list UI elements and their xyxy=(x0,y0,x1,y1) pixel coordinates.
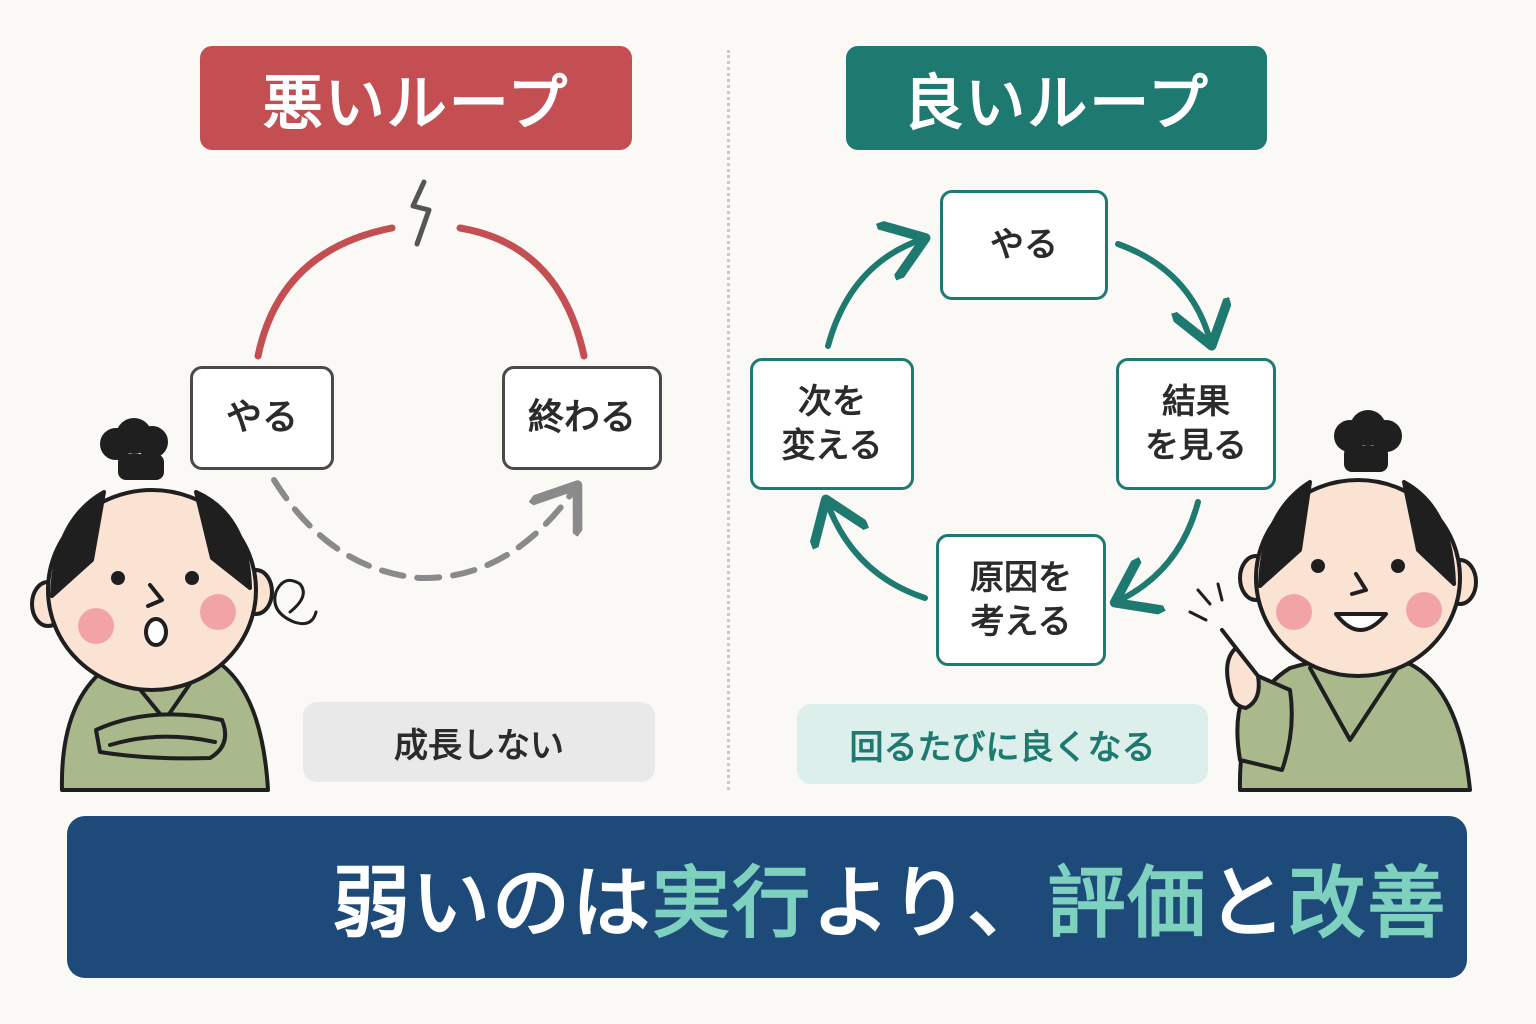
conclusion-highlight-evaluation: 評価 xyxy=(1047,859,1208,949)
conclusion-highlight-improvement: 改善 xyxy=(1287,859,1448,949)
good-arrow-results-to-causes xyxy=(1120,499,1201,600)
good-arrow-do-to-results xyxy=(1115,241,1210,340)
bad-node-end: 終わる xyxy=(502,366,662,470)
bad-loop-caption: 成長しない xyxy=(303,702,655,782)
bad-node-do: やる xyxy=(190,366,334,470)
good-node-see-results: 結果 を見る xyxy=(1116,358,1276,490)
conclusion-banner: 弱いのは実行より、評価と改善 xyxy=(67,816,1467,978)
good-arrow-causes-to-change xyxy=(828,505,928,601)
bad-loop-title: 悪いループ xyxy=(200,46,632,150)
good-node-think-causes: 原因を 考える xyxy=(936,534,1106,666)
bad-loop-arc-right xyxy=(456,224,588,360)
good-node-do: やる xyxy=(940,190,1108,300)
left-samurai-character xyxy=(30,418,318,792)
right-samurai-character xyxy=(1188,410,1478,792)
bad-loop-dashed-arrow xyxy=(271,477,574,582)
good-loop-caption: 回るたびに良くなる xyxy=(797,704,1208,784)
conclusion-part1: 弱いのは xyxy=(332,859,653,949)
conclusion-part2: より、 xyxy=(812,859,1048,949)
conclusion-part3: と xyxy=(1207,859,1288,949)
good-arrow-change-to-do xyxy=(825,240,920,349)
good-node-change-next: 次を 変える xyxy=(750,358,914,490)
good-loop-title: 良いループ xyxy=(846,46,1267,150)
conclusion-highlight-execution: 実行 xyxy=(652,859,813,949)
bad-loop-arc-left xyxy=(254,224,396,360)
break-lightning-icon xyxy=(410,179,432,247)
center-divider xyxy=(727,50,730,790)
conclusion-text: 弱いのは実行より、評価と改善 xyxy=(332,816,1447,978)
